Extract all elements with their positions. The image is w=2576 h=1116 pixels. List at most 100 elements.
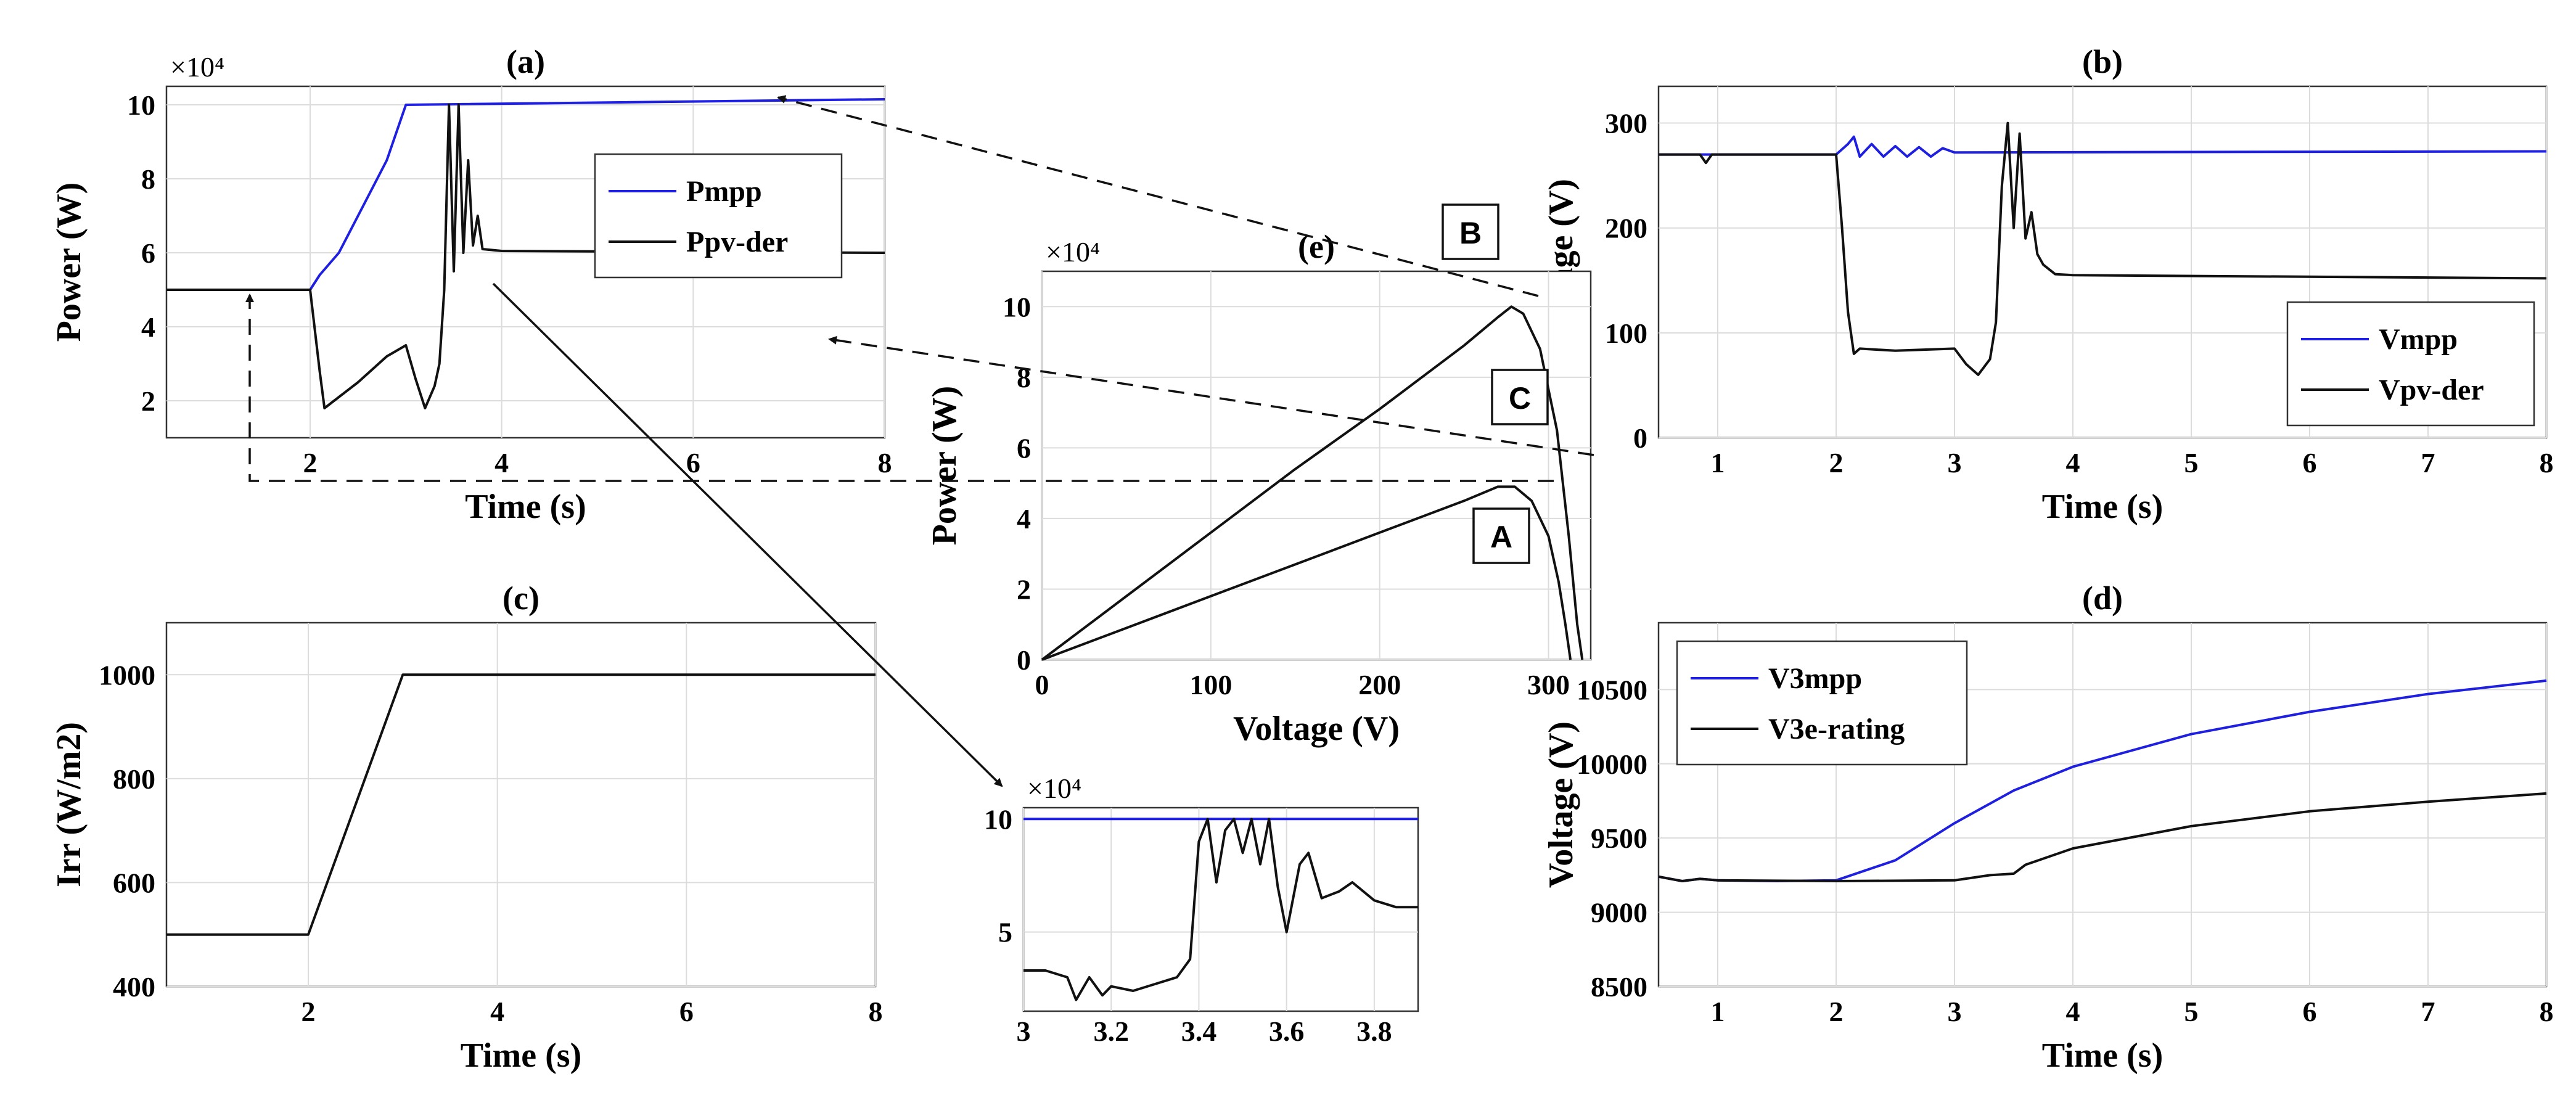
x-tick-label: 4 [490, 996, 504, 1027]
y-axis-label: Voltage (V) [1542, 721, 1580, 888]
series-line-c-0 [166, 673, 876, 936]
series-line-e-1 [1041, 485, 1572, 661]
y-tick-label: 4 [141, 311, 155, 343]
x-tick-label: 0 [1035, 669, 1049, 700]
y-tick-label: 800 [113, 763, 155, 795]
y-tick-label: 5 [998, 917, 1012, 948]
annotation-box-B: B [1442, 203, 1499, 260]
x-tick-label: 100 [1189, 669, 1232, 700]
x-tick-label: 8 [869, 996, 883, 1027]
x-tick-label: 6 [2303, 996, 2317, 1027]
plot-area [1041, 270, 1592, 661]
chart-title: (b) [2082, 43, 2123, 80]
y-tick-label: 8500 [1591, 971, 1647, 1003]
x-tick-label: 7 [2421, 447, 2435, 478]
x-tick-label: 4 [2066, 447, 2080, 478]
y-tick-label: 4 [1017, 503, 1031, 535]
y-tick-label: 10 [1003, 291, 1031, 322]
y-tick-label: 100 [1605, 318, 1647, 349]
x-axis-label: Voltage (V) [1233, 710, 1400, 748]
annotation-overlay: B C A [245, 95, 1594, 787]
x-tick-label: 7 [2421, 996, 2435, 1027]
legend-label: V3mpp [1768, 662, 1862, 695]
x-tick-label: 3 [1948, 447, 1962, 478]
y-axis-label: Power (W) [50, 183, 88, 342]
x-tick-label: 2 [1829, 996, 1844, 1027]
y-tick-label: 0 [1633, 422, 1647, 454]
annotation-label: C [1509, 381, 1531, 416]
chart-title: (a) [506, 43, 545, 80]
series-line-Ppv-der [166, 104, 885, 409]
y-tick-label: 400 [113, 971, 155, 1003]
y-axis-label: Power (W) [925, 386, 964, 546]
y-axis-label: Irr (W/m2) [50, 722, 88, 887]
legend-label: Vpv-der [2379, 374, 2484, 406]
x-tick-label: 300 [1527, 669, 1570, 700]
x-tick-label: 6 [2303, 447, 2317, 478]
y-tick-label: 0 [1017, 644, 1031, 676]
grid [166, 623, 876, 987]
legend-label: Vmpp [2379, 323, 2458, 356]
x-tick-label: 4 [2066, 996, 2080, 1027]
plot-area [165, 622, 877, 988]
y-tick-label: 300 [1605, 108, 1647, 139]
x-tick-label: 8 [2540, 447, 2554, 478]
x-tick-label: 2 [1829, 447, 1844, 478]
x-tick-label: 4 [494, 447, 509, 478]
y-tick-label: 10 [984, 803, 1012, 835]
x-tick-label: 3.8 [1356, 1015, 1392, 1047]
x-tick-label: 5 [2184, 996, 2199, 1027]
x-tick-label: 3.2 [1093, 1015, 1129, 1047]
y-tick-label: 2 [1017, 573, 1031, 605]
series-line-Vmpp [1659, 135, 2547, 158]
x-axis-label: Time (s) [2042, 488, 2164, 526]
y-tick-label: 9500 [1591, 823, 1647, 854]
x-tick-label: 8 [2540, 996, 2554, 1027]
series-line-V3e-rating [1658, 792, 2547, 882]
legend-label: Ppv-der [686, 226, 788, 258]
annotation-label: A [1490, 520, 1512, 554]
x-axis-label: Time (s) [2042, 1036, 2164, 1075]
x-tick-label: 2 [303, 447, 318, 478]
y-tick-label: 8 [141, 163, 155, 195]
y-tick-label: 10500 [1577, 674, 1647, 705]
y-multiplier: ×10⁴ [170, 51, 224, 83]
x-tick-label: 2 [301, 996, 316, 1027]
plot-area [1022, 806, 1419, 1012]
series-line-Pmpp [166, 98, 885, 291]
x-tick-label: 5 [2184, 447, 2199, 478]
legend-label: V3e-rating [1768, 713, 1905, 745]
chart-title: (c) [502, 580, 539, 617]
chart-zoom: 3 3.2 3.4 3.6 3.8 5 10 ×10⁴ [984, 773, 1419, 1047]
y-tick-label: 2 [141, 385, 155, 417]
x-tick-label: 8 [878, 447, 892, 478]
chart-title: (d) [2082, 580, 2123, 617]
y-tick-label: 6 [1017, 432, 1031, 464]
y-multiplier: ×10⁴ [1046, 236, 1100, 268]
arrow-to-zoom-inset [492, 282, 1003, 787]
y-tick-label: 6 [141, 237, 155, 269]
arrow-b-to-pmpp [777, 95, 1539, 297]
x-tick-label: 200 [1358, 669, 1401, 700]
series-line-zoom-1 [1023, 818, 1418, 1001]
x-axis-label: Time (s) [461, 1036, 582, 1075]
y-tick-label: 9000 [1591, 897, 1647, 929]
series-line-Vpv-der [1659, 121, 2547, 376]
x-tick-label: 1 [1711, 447, 1725, 478]
annotation-box-A: A [1472, 507, 1530, 564]
x-tick-label: 3 [1017, 1015, 1031, 1047]
series-line-e-0 [1041, 305, 1584, 661]
x-tick-label: 3.6 [1269, 1015, 1305, 1047]
grid [1659, 86, 2547, 438]
y-tick-label: 10 [127, 89, 155, 121]
x-tick-label: 3.4 [1181, 1015, 1217, 1047]
y-multiplier: ×10⁴ [1027, 773, 1081, 804]
